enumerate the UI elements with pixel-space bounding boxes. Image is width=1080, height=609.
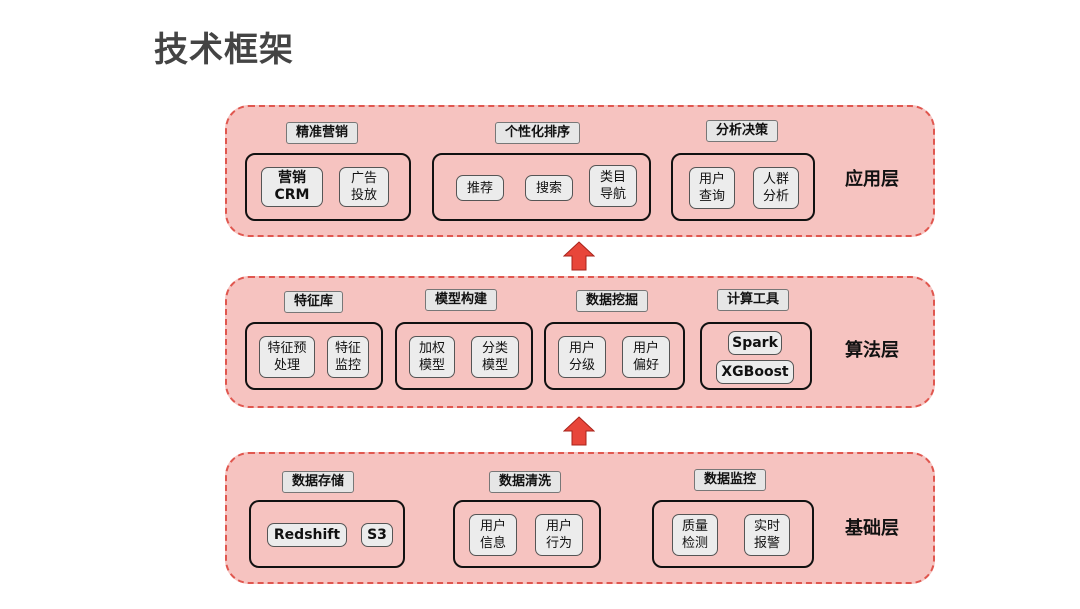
group-compute-tools: Spark XGBoost (700, 322, 812, 390)
item-crowd-analysis: 人群 分析 (753, 167, 799, 209)
item-quality-check: 质量 检测 (672, 514, 718, 556)
item-realtime-alert: 实时 报警 (744, 514, 790, 556)
algorithm-layer: 算法层 特征库 特征预 处理 特征 监控 模型构建 加权 模型 分类 模型 数据… (225, 276, 935, 408)
group-tag-model-building: 模型构建 (425, 289, 498, 311)
item-ad-delivery: 广告 投放 (339, 167, 389, 207)
item-weighted-model: 加权 模型 (409, 336, 455, 378)
item-user-info: 用户 信息 (469, 514, 517, 556)
item-s3: S3 (361, 523, 393, 547)
application-layer: 应用层 精准营销 营销 CRM 广告 投放 个性化排序 推荐 搜索 类目 导航 … (225, 105, 935, 237)
item-classification-model: 分类 模型 (471, 336, 519, 378)
group-analysis-decision: 用户 查询 人群 分析 (671, 153, 815, 221)
item-spark: Spark (728, 331, 782, 355)
item-search: 搜索 (525, 175, 573, 201)
group-tag-precision-marketing: 精准营销 (286, 122, 359, 144)
base-layer-label: 基础层 (845, 518, 899, 539)
item-feature-preprocess: 特征预 处理 (259, 336, 315, 378)
item-xgboost: XGBoost (716, 360, 794, 384)
item-recommend: 推荐 (456, 175, 504, 201)
item-user-query: 用户 查询 (689, 167, 735, 209)
group-tag-data-cleaning: 数据清洗 (489, 471, 562, 493)
up-arrow-icon (563, 241, 595, 271)
group-model-building: 加权 模型 分类 模型 (395, 322, 533, 390)
group-tag-personalized-ranking: 个性化排序 (495, 122, 581, 144)
group-tag-data-mining: 数据挖掘 (576, 290, 649, 312)
item-marketing-crm: 营销 CRM (261, 167, 323, 207)
page-title: 技术框架 (154, 30, 294, 70)
item-user-grading: 用户 分级 (558, 336, 606, 378)
group-data-mining: 用户 分级 用户 偏好 (544, 322, 685, 390)
group-data-cleaning: 用户 信息 用户 行为 (453, 500, 601, 568)
up-arrow-icon (563, 416, 595, 446)
item-user-preference: 用户 偏好 (622, 336, 670, 378)
group-tag-data-storage: 数据存储 (282, 471, 355, 493)
group-tag-analysis-decision: 分析决策 (706, 120, 779, 142)
group-tag-feature-store: 特征库 (284, 291, 344, 313)
algorithm-layer-label: 算法层 (845, 340, 899, 361)
group-data-storage: Redshift S3 (249, 500, 405, 568)
base-layer: 基础层 数据存储 Redshift S3 数据清洗 用户 信息 用户 行为 数据… (225, 452, 935, 584)
item-category-nav: 类目 导航 (589, 165, 637, 207)
application-layer-label: 应用层 (845, 169, 899, 190)
group-personalized-ranking: 推荐 搜索 类目 导航 (432, 153, 651, 221)
group-precision-marketing: 营销 CRM 广告 投放 (245, 153, 411, 221)
item-feature-monitor: 特征 监控 (327, 336, 369, 378)
group-feature-store: 特征预 处理 特征 监控 (245, 322, 383, 390)
group-tag-data-monitoring: 数据监控 (694, 469, 767, 491)
group-data-monitoring: 质量 检测 实时 报警 (652, 500, 814, 568)
item-redshift: Redshift (267, 523, 347, 547)
item-user-behavior: 用户 行为 (535, 514, 583, 556)
group-tag-compute-tools: 计算工具 (717, 289, 790, 311)
